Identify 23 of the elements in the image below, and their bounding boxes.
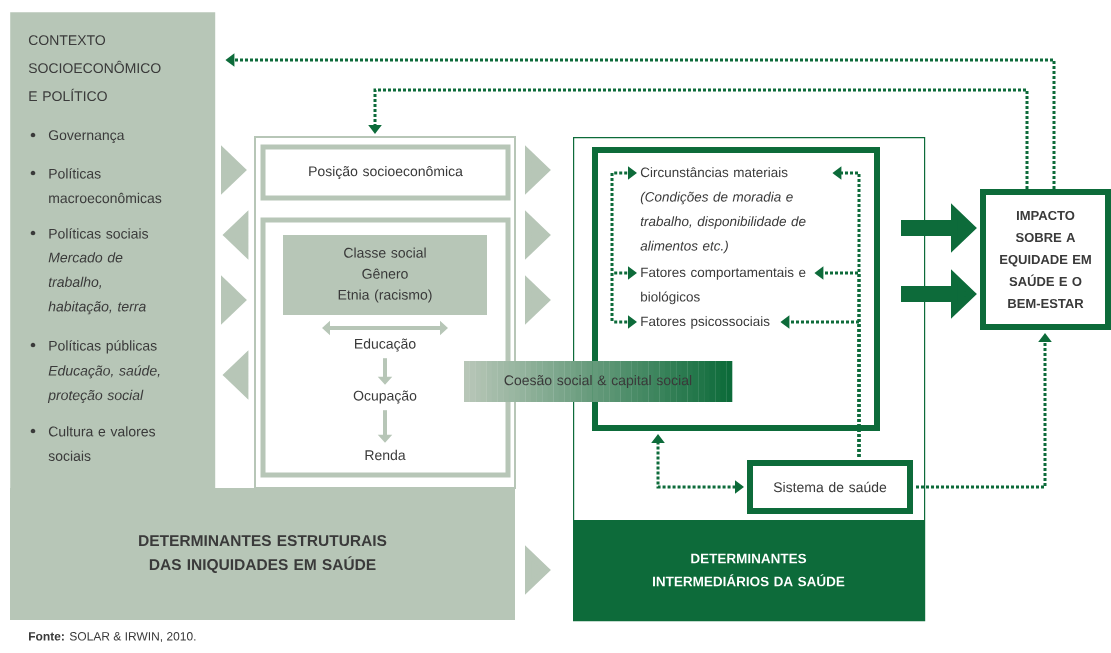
text-label: Fatores comportamentais e biológicos [641,267,806,305]
thick-frame [592,147,880,431]
dotted-bar [610,173,614,322]
list-item: Políticas públicas [30,340,157,354]
text-label: Fatores psicossociais [641,316,770,329]
text-label: Renda [365,449,406,461]
list-item: Políticas macroeconômicas [30,168,162,204]
panel-heading: CONTEXTO SOCIOECONÔMICO E POLÍTICO [28,35,161,102]
list-item: Governança [30,130,125,143]
text-label: Educação [355,338,416,352]
source-caption: Fonte: SOLAR & IRWIN, 2010. [29,632,196,642]
text-label: Ocupação [353,390,417,404]
label-box: Classe social Gênero Etnia (racismo) [283,235,487,315]
list-item: Cultura e valores sociais [30,426,156,461]
outcome-box: IMPACTO SOBRE A EQUIDADE EM SAÚDE E O BEM-ESTAR [980,189,1111,330]
structural-band: DETERMINANTES ESTRUTURAIS DAS INIQUIDADES EM SAÚDE [10,488,515,620]
list-item: Políticas sociais [30,228,149,239]
gradient-bar: Coesão social & capital social [464,361,733,402]
list-item-detail: Mercado de trabalho, habitação, terra [48,252,146,315]
text-label: Circunstâncias materiais (Condições de moradia e trabalho, disponibilidade de alimentos etc.) [640,167,806,254]
text-box: Posição socioeconômica [260,144,511,201]
text-box: Sistema de saúde [747,460,913,514]
list-item-detail: Educação, saúde, proteção social [47,365,160,403]
